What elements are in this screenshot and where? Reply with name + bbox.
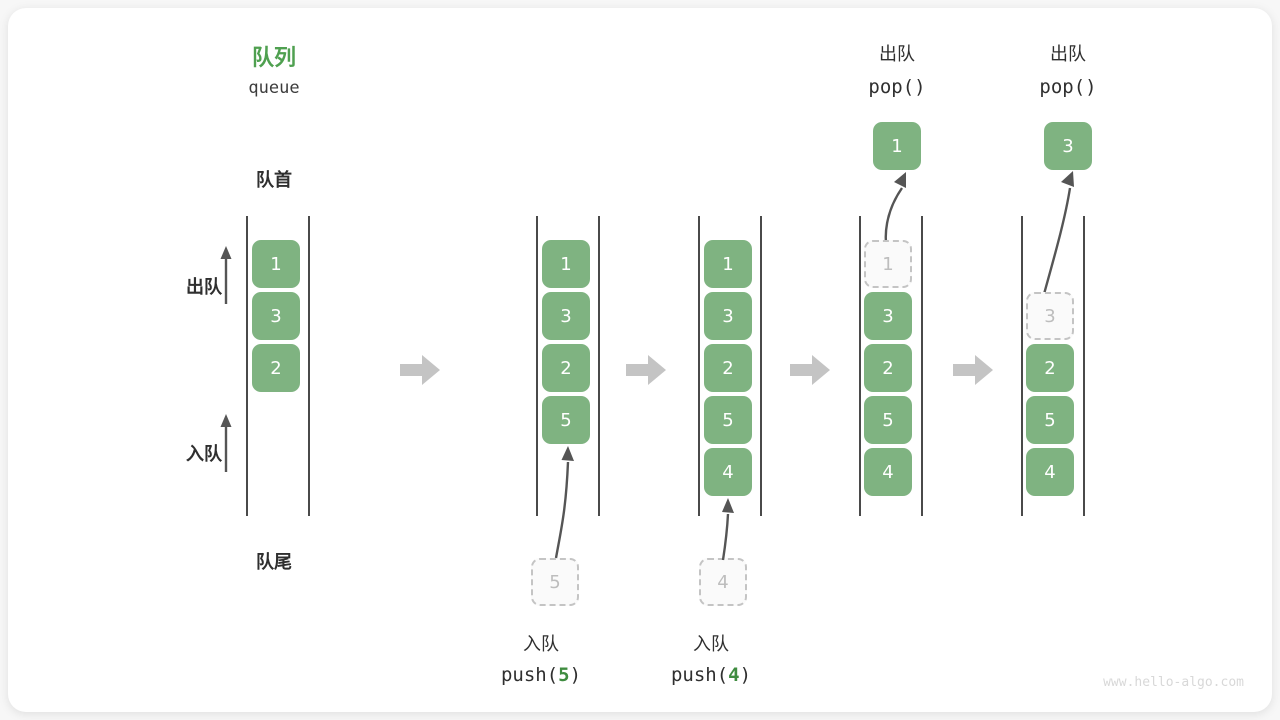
queue-front-label: 队首	[256, 170, 292, 191]
queue-cell-ghost: 1	[864, 240, 912, 288]
flow-arrow-icon	[400, 355, 440, 385]
pop-curved-arrow-icon	[1038, 171, 1074, 310]
push4-code-suffix: )	[739, 664, 752, 686]
queue-cell: 5	[864, 396, 912, 444]
push-curved-arrow-icon	[554, 446, 574, 559]
watermark: www.hello-algo.com	[1103, 675, 1244, 690]
queue-cell: 5	[704, 396, 752, 444]
popped-cell: 1	[873, 122, 921, 170]
flow-arrow-icon	[790, 355, 830, 385]
push4-op-code: push(4)	[621, 664, 801, 686]
queue-rail-right-2	[598, 216, 600, 516]
pop1-op-cn: 出队	[879, 44, 915, 65]
queue-cell: 5	[1026, 396, 1074, 444]
queue-cell: 1	[704, 240, 752, 288]
push5-op-code: push(5)	[451, 664, 631, 686]
push4-op-cn: 入队	[693, 634, 729, 655]
queue-cell: 2	[864, 344, 912, 392]
queue-cell: 1	[252, 240, 300, 288]
enqueue-side-label: 入队	[186, 444, 222, 465]
diagram-title-cn: 队列	[251, 46, 296, 71]
queue-cell: 3	[252, 292, 300, 340]
queue-cell: 2	[252, 344, 300, 392]
flow-arrow-icon	[626, 355, 666, 385]
queue-rail-right-5	[1083, 216, 1085, 516]
queue-rail-left-4	[859, 216, 861, 516]
queue-cell: 1	[542, 240, 590, 288]
dequeue-up-arrow-icon	[220, 246, 232, 304]
queue-cell: 3	[704, 292, 752, 340]
queue-rail-right-3	[760, 216, 762, 516]
queue-cell: 4	[864, 448, 912, 496]
queue-cell: 2	[704, 344, 752, 392]
diagram-card: 队列 queue 队首 队尾 1 3 2 出队 入队 1 3	[8, 8, 1272, 712]
diagram-title-en: queue	[248, 78, 300, 98]
queue-cell: 2	[542, 344, 590, 392]
pop3-op-cn: 出队	[1050, 44, 1086, 65]
push-curved-arrow-icon	[721, 498, 734, 561]
queue-cell: 4	[704, 448, 752, 496]
queue-rail-left-2	[536, 216, 538, 516]
queue-cell: 5	[542, 396, 590, 444]
pop1-op-code: pop()	[868, 76, 926, 98]
queue-cell: 3	[542, 292, 590, 340]
enqueue-up-arrow-icon	[220, 414, 232, 472]
pop3-op-code: pop()	[1039, 76, 1097, 98]
incoming-ghost-cell: 5	[531, 558, 579, 606]
push5-op-cn: 入队	[523, 634, 559, 655]
queue-rail-left-1	[246, 216, 248, 516]
queue-cell-ghost: 3	[1026, 292, 1074, 340]
push4-code-value: 4	[728, 664, 740, 686]
queue-cell: 4	[1026, 448, 1074, 496]
incoming-ghost-cell: 4	[699, 558, 747, 606]
popped-cell: 3	[1044, 122, 1092, 170]
push5-code-suffix: )	[569, 664, 582, 686]
queue-cell: 3	[864, 292, 912, 340]
push4-code-prefix: push(	[670, 664, 729, 686]
queue-rear-label: 队尾	[256, 552, 292, 573]
push5-code-value: 5	[558, 664, 570, 686]
flow-arrow-icon	[953, 355, 993, 385]
queue-rail-left-5	[1021, 216, 1023, 516]
queue-rail-right-4	[921, 216, 923, 516]
push5-code-prefix: push(	[500, 664, 559, 686]
queue-cell: 2	[1026, 344, 1074, 392]
queue-rail-right-1	[308, 216, 310, 516]
queue-rail-left-3	[698, 216, 700, 516]
dequeue-side-label: 出队	[186, 277, 222, 298]
